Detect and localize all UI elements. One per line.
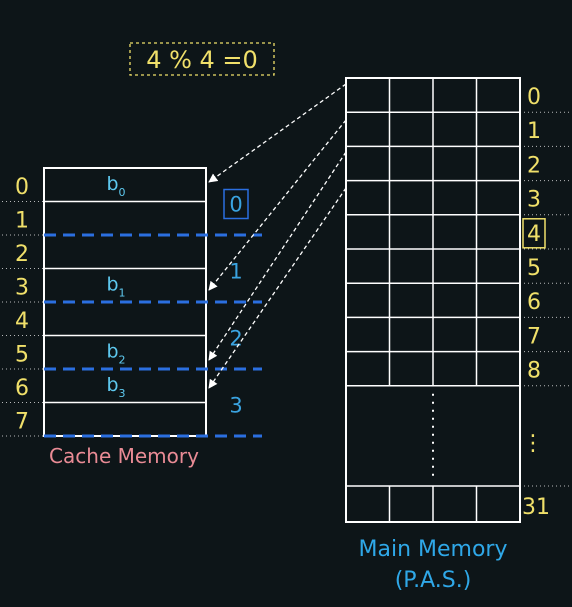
- highlighted-set-box: [223, 188, 249, 220]
- highlighted-row-box: [522, 218, 546, 249]
- cache-line-number: 4: [15, 309, 29, 334]
- cache-line-number: 1: [15, 209, 29, 234]
- cache-line-number: 3: [15, 276, 29, 301]
- cache-line-number: 5: [15, 343, 29, 368]
- main-memory-row-labels: 0 1 2 3 4 5 6 7 8 ⋮ 31: [522, 85, 550, 520]
- cache-line-number: 7: [15, 410, 29, 435]
- main-memory-row-label: 3: [527, 188, 541, 213]
- mapping-arrow: [208, 83, 347, 183]
- mapping-arrow: [208, 119, 347, 291]
- equation-box: 4 % 4 =0: [129, 42, 275, 76]
- mapping-arrow: [208, 187, 347, 389]
- set-label: 2: [229, 327, 242, 351]
- cache-block-label: b1: [106, 274, 125, 300]
- main-memory-row-label: 1: [527, 119, 541, 144]
- main-memory-row-label: 4: [527, 222, 541, 247]
- mapping-arrow: [208, 151, 347, 361]
- main-memory-subtitle: (P.A.S.): [395, 568, 472, 593]
- main-memory-grid: [345, 77, 521, 523]
- cache-block-label: b0: [106, 173, 125, 199]
- cache-block-label: b3: [106, 374, 125, 400]
- cache-blocks: b0 b1 b2 b3: [106, 173, 125, 400]
- cache-line-number: 6: [15, 376, 29, 401]
- cache-memory: 0 1 2 3 4 5 6 7 b0 b1 b2 b3 0 1 2 3 Cache Memory: [2, 167, 262, 468]
- cache-line-numbers: 0 1 2 3 4 5 6 7: [15, 175, 29, 435]
- mapping-arrows: [208, 83, 347, 389]
- cache-set-separators: [44, 233, 262, 438]
- main-memory-row-label: 6: [527, 290, 541, 315]
- main-memory-row-label: 8: [527, 359, 541, 384]
- main-memory-row-label: 2: [527, 153, 541, 178]
- main-memory-row-label: 0: [527, 85, 541, 110]
- cache-dotted-guides: [2, 201, 44, 437]
- main-memory-row-label: 7: [527, 324, 541, 349]
- cache-memory-title: Cache Memory: [49, 444, 199, 468]
- cache-line-number: 0: [15, 175, 29, 200]
- cache-line-number: 2: [15, 242, 29, 267]
- equation-border: [129, 42, 275, 76]
- main-memory-last-row-label: 31: [522, 495, 550, 520]
- set-label: 3: [229, 394, 242, 418]
- cache-block-label: b2: [106, 341, 125, 367]
- main-memory: 0 1 2 3 4 5 6 7 8 ⋮ 31 Main Memory (P.A.S.): [345, 77, 572, 593]
- equation-text: 4 % 4 =0: [146, 46, 258, 74]
- set-label: 0: [229, 193, 242, 217]
- main-memory-title: Main Memory: [359, 537, 508, 562]
- main-memory-dotted-guides: [432, 111, 572, 487]
- set-label: 1: [229, 260, 242, 284]
- main-memory-continuation: ⋮: [522, 431, 544, 456]
- main-memory-row-label: 5: [527, 256, 541, 281]
